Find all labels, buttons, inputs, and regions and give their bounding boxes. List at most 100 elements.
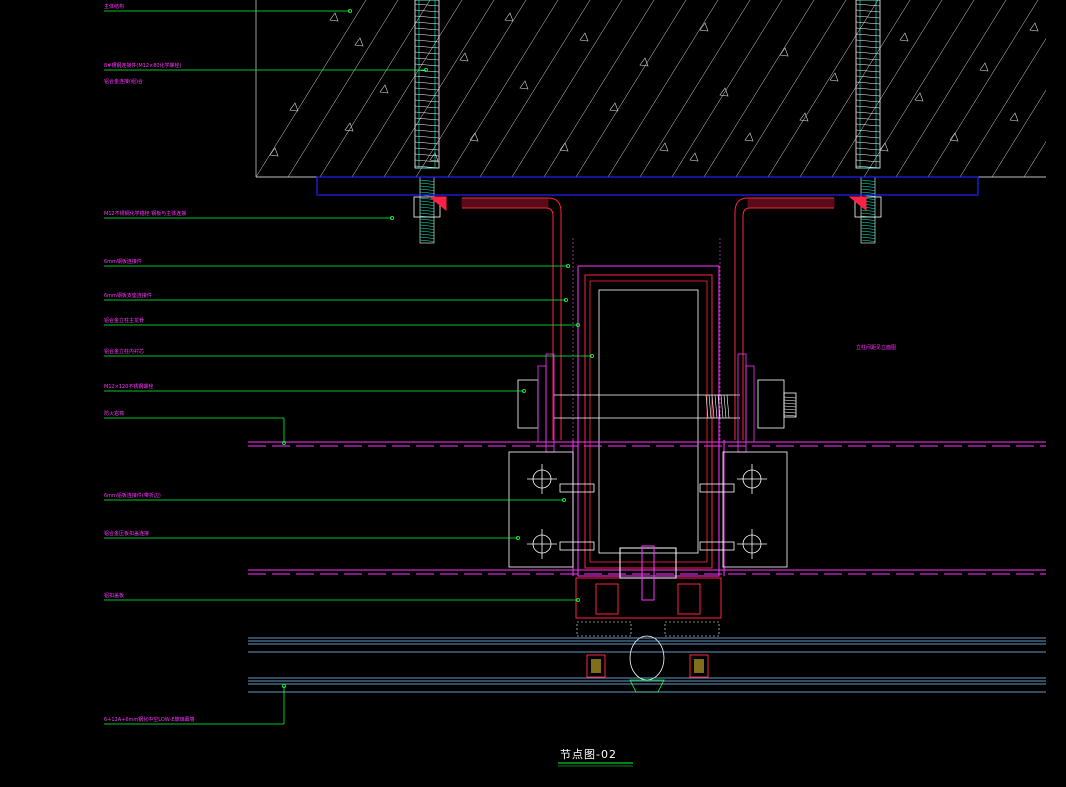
hatch-line <box>1023 141 1046 177</box>
aggregate-mark <box>979 62 989 72</box>
hatch-line <box>671 0 783 177</box>
aggregate-mark <box>289 102 299 112</box>
hatch-line <box>639 0 751 177</box>
hatch-line <box>575 0 687 177</box>
hatch-line <box>319 0 431 177</box>
annotation-label: M12不锈钢化学锚栓 钢板与主体连接 <box>104 210 186 217</box>
aggregate-mark <box>504 12 514 22</box>
steel-embed-plate <box>316 176 979 196</box>
gasket-strip <box>664 621 720 637</box>
hatch-line <box>735 0 847 177</box>
glass-panes <box>248 637 1046 693</box>
aggregate-mark <box>879 142 889 152</box>
leader-dot <box>281 440 286 445</box>
aggregate-mark <box>699 22 709 32</box>
leader-dot <box>590 353 595 358</box>
annotation-label: 铝扣盖板 <box>104 592 124 599</box>
leader-dot <box>562 497 567 502</box>
annotation-label: 铝合金连接(组)合 <box>104 78 143 85</box>
drawing-title: 节点图-02 <box>560 748 617 761</box>
hatch-line <box>511 0 623 177</box>
aggregate-mark <box>344 122 354 132</box>
threaded-rebar <box>413 0 441 244</box>
annotation-label: 8#槽钢连接件(M12×80化学螺栓) <box>104 62 182 69</box>
aggregate-mark <box>519 80 529 90</box>
self-tapping-screw <box>559 541 595 551</box>
hatch-line <box>447 0 559 177</box>
through-bolt <box>517 353 797 453</box>
hatch-line <box>479 0 591 177</box>
aggregate-mark <box>719 87 729 97</box>
leader-dot <box>576 322 581 327</box>
spacer-bar <box>689 654 709 678</box>
hatch-line <box>991 89 1046 177</box>
hatch-line <box>959 38 1046 177</box>
aggregate-mark <box>429 152 439 162</box>
leader-dot <box>281 684 286 689</box>
hatch-line <box>863 0 975 177</box>
annotation-label: 6mm钢板支座连接件 <box>104 292 152 299</box>
hatch-line <box>895 0 1007 177</box>
aggregate-mark <box>459 52 469 62</box>
hatch-line <box>256 0 367 177</box>
leader-dot <box>566 263 571 268</box>
side-note: 立柱间距见立面图 <box>856 344 896 351</box>
aggregate-mark <box>799 112 809 122</box>
leader-dot <box>423 68 428 73</box>
crosshair-screw <box>527 464 557 494</box>
aggregate-mark <box>899 32 909 42</box>
aggregate-mark <box>354 37 364 47</box>
crosshair-screw <box>737 529 767 559</box>
crosshair-screw <box>737 464 767 494</box>
aggregate-mark <box>744 132 754 142</box>
desiccant <box>694 659 704 673</box>
annotation-label: 6+12A+6mm钢化中空LOW-E玻璃幕墙 <box>104 716 195 723</box>
annotation-label: 铝合金立柱主龙骨 <box>104 317 144 324</box>
desiccant <box>591 659 601 673</box>
hatch-line <box>831 0 943 177</box>
leader-dot <box>347 8 352 13</box>
hatch-line <box>287 0 399 177</box>
self-tapping-screw <box>699 541 735 551</box>
hatch-line <box>543 0 655 177</box>
self-tapping-screw <box>559 483 595 493</box>
aggregate-mark <box>949 132 959 142</box>
leader-dot <box>576 598 581 603</box>
fire-barrier-lines <box>248 441 1046 575</box>
fixing-clips <box>508 451 788 568</box>
annotation-labels: 主体结构 8#槽钢连接件(M12×80化学螺栓) 铝合金连接(组)合 M12不锈钢化学… <box>104 3 195 723</box>
annotation-label: M12×120不锈钢螺栓 <box>104 383 153 390</box>
hatch-line <box>415 0 527 177</box>
annotation-label: 铝合金压板扣盖连接 <box>104 530 149 537</box>
aggregate-mark <box>639 57 649 67</box>
leader-dot <box>516 536 521 541</box>
annotation-label: 6mm铝板连接件(带折边) <box>104 492 161 499</box>
aggregate-mark <box>559 142 569 152</box>
aggregate-mark <box>329 12 339 22</box>
hatch-line <box>927 0 1039 177</box>
crosshair-screw <box>527 529 557 559</box>
annotation-leaders <box>104 8 595 725</box>
aggregate-mark <box>579 32 589 42</box>
aggregate-mark <box>689 152 699 162</box>
screw-crosshairs <box>527 464 767 559</box>
aggregate-mark <box>269 147 279 157</box>
annotation-label: 6mm钢板连接件 <box>104 258 142 265</box>
hatch-line <box>607 0 719 177</box>
aggregate-mark <box>379 84 389 94</box>
aggregate-mark <box>609 102 619 112</box>
aggregate-mark <box>1029 22 1039 32</box>
pressure-plate-cap <box>575 545 722 619</box>
aggregate-mark <box>914 92 924 102</box>
leader-dot <box>522 388 527 393</box>
annotation-label: 主体结构 <box>104 3 124 10</box>
aggregate-mark <box>659 142 669 152</box>
gaskets <box>576 621 720 693</box>
aggregate-mark <box>779 47 789 57</box>
hatch-line <box>703 0 815 177</box>
spacer-bar <box>586 654 606 678</box>
hatch-line <box>799 0 911 177</box>
annotation-label: 铝合金立柱内衬芯 <box>104 348 144 355</box>
